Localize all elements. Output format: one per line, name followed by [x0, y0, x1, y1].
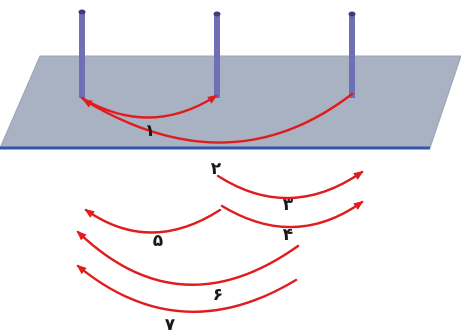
move-arrow-1 — [80, 94, 218, 119]
move-label-1: ۱ — [145, 121, 155, 141]
move-label-5: ۵ — [153, 231, 163, 251]
peg-left — [78, 9, 86, 98]
move-label-6: ۶ — [213, 285, 223, 305]
move-arrow-5 — [84, 208, 222, 234]
move-arrow-4 — [220, 200, 364, 229]
move-label-2: ۲ — [211, 159, 222, 179]
move-arrow-3 — [216, 170, 364, 200]
move-label-7: ۷ — [165, 315, 176, 335]
base-board — [0, 55, 461, 149]
peg-middle — [213, 11, 221, 98]
move-arrow-7 — [76, 264, 298, 313]
move-arrow-6 — [76, 230, 300, 286]
peg-right — [348, 11, 356, 98]
move-label-4: ۴ — [283, 225, 293, 245]
move-label-3: ۳ — [283, 195, 294, 215]
move-arrow-2 — [82, 92, 354, 144]
